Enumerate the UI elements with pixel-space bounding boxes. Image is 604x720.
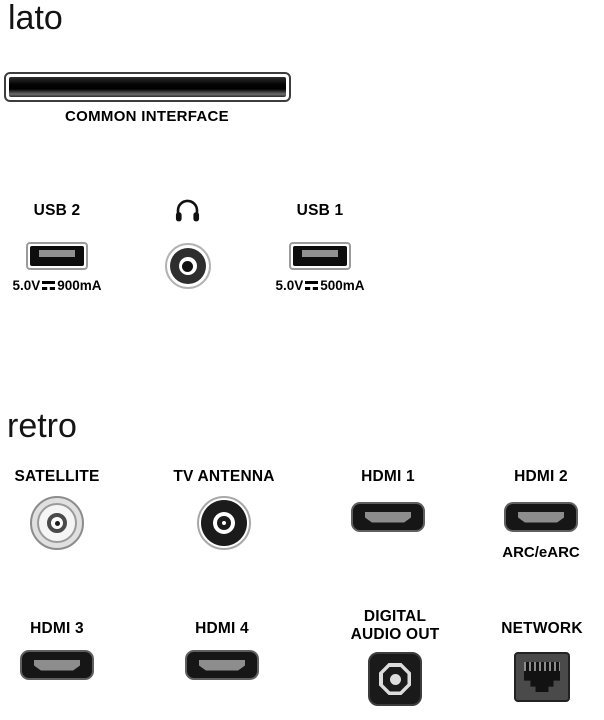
side-section-title: lato [8, 0, 63, 37]
usb1-port-opening [293, 246, 347, 266]
optical-audio-port [368, 652, 422, 706]
hdmi3-group: HDMI 3 [5, 620, 109, 680]
hdmi2-port [504, 502, 578, 532]
tv-antenna-connector-disc [201, 500, 247, 546]
hdmi2-arc-label: ARC/eARC [502, 544, 580, 561]
hdmi1-group: HDMI 1 [336, 468, 440, 532]
dc-symbol-icon [305, 281, 319, 290]
digital-audio-out-group: DIGITAL AUDIO OUT [333, 608, 457, 706]
optical-audio-port-lens [389, 673, 401, 685]
usb1-port [289, 242, 351, 270]
headphones-icon [174, 198, 201, 227]
hdmi4-port-opening [199, 659, 245, 671]
hdmi2-label: HDMI 2 [514, 468, 568, 485]
usb1-port-group: USB 1 5.0V 500mA [263, 202, 377, 293]
tv-antenna-connector [197, 496, 251, 550]
usb1-voltage: 5.0V [275, 278, 304, 293]
headphone-jack-hole [182, 260, 193, 272]
satellite-connector-ring [37, 503, 77, 543]
dc-symbol-icon [42, 281, 56, 290]
satellite-label: SATELLITE [14, 468, 100, 485]
optical-audio-port-octagon-inner [382, 666, 408, 692]
ethernet-port [514, 652, 570, 702]
satellite-connector-pin [54, 520, 60, 526]
satellite-group: SATELLITE [2, 468, 112, 550]
tv-antenna-connector-center [217, 516, 231, 530]
hdmi2-group: HDMI 2 ARC/eARC [489, 468, 593, 561]
hdmi4-group: HDMI 4 [170, 620, 274, 680]
headphone-jack-group [150, 198, 225, 289]
hdmi3-port-opening [34, 659, 80, 671]
hdmi3-port [20, 650, 94, 680]
ethernet-port-opening [524, 662, 560, 692]
hdmi4-port [185, 650, 259, 680]
hdmi1-port-opening [365, 511, 411, 523]
optical-audio-port-octagon [379, 663, 411, 695]
usb2-label: USB 2 [33, 202, 81, 219]
tv-antenna-connector-hole [222, 521, 226, 525]
satellite-connector-inner-ring [47, 513, 67, 533]
common-interface-slot [4, 72, 291, 102]
digital-audio-out-label-line1: DIGITAL [363, 608, 427, 625]
tv-antenna-label: TV ANTENNA [173, 468, 275, 485]
hdmi2-port-opening [518, 511, 564, 523]
headphone-jack-ring [169, 248, 206, 284]
common-interface-label: COMMON INTERFACE [65, 108, 229, 125]
headphone-jack [164, 243, 211, 289]
headphone-jack-inner-ring [178, 257, 197, 275]
digital-audio-out-label-line2: AUDIO OUT [350, 626, 440, 643]
hdmi1-label: HDMI 1 [361, 468, 415, 485]
usb2-power-rating: 5.0V 900mA [12, 278, 101, 293]
hdmi1-port [351, 502, 425, 532]
hdmi4-label: HDMI 4 [195, 620, 249, 637]
tv-antenna-group: TV ANTENNA [158, 468, 290, 550]
usb2-port [26, 242, 88, 270]
network-group: NETWORK [490, 620, 594, 702]
usb1-power-rating: 5.0V 500mA [275, 278, 364, 293]
rear-section-title: retro [7, 407, 77, 445]
common-interface-slot-opening [9, 77, 286, 97]
usb2-port-opening [30, 246, 84, 266]
usb1-label: USB 1 [296, 202, 344, 219]
usb1-current: 500mA [320, 278, 365, 293]
usb2-voltage: 5.0V [12, 278, 41, 293]
satellite-connector [30, 496, 84, 550]
hdmi3-label: HDMI 3 [30, 620, 84, 637]
tv-antenna-connector-ring [213, 512, 235, 534]
usb2-port-group: USB 2 5.0V 900mA [0, 202, 114, 293]
usb2-current: 900mA [57, 278, 102, 293]
network-label: NETWORK [501, 620, 583, 637]
